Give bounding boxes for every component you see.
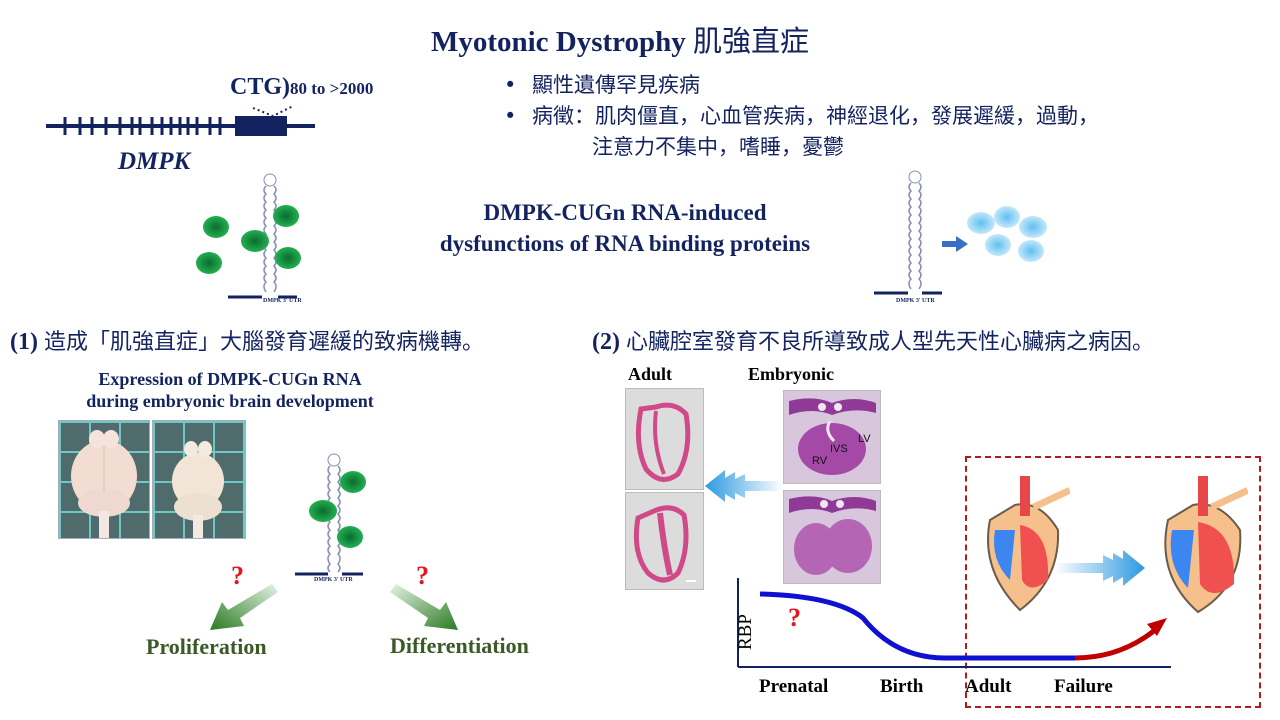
utr-block: [235, 116, 287, 136]
rbp-dysfunction-title: DMPK-CUGn RNA-induced dysfunctions of RN…: [400, 197, 850, 259]
heart-section-image: [635, 402, 691, 482]
dmpk-gene-diagram: [46, 105, 315, 136]
embryonic-heart-section: RV IVS LV: [783, 390, 881, 484]
normal-heart-icon: [987, 476, 1070, 612]
expression-title-line1: Expression of DMPK-CUGn RNA: [98, 369, 362, 389]
x-label-adult: Adult: [965, 676, 1012, 697]
protein-green: [337, 526, 363, 548]
arrow-down-left-icon: [210, 584, 278, 630]
protein-green: [241, 230, 269, 252]
brain-photo-mutant: [152, 420, 246, 539]
protein-blue: [985, 234, 1011, 256]
rna-hairpin-icon: [908, 170, 922, 290]
arrow-up-right-icon: [1147, 618, 1167, 636]
bullet-continuation: 注意力不集中，嗜睡，憂鬱: [592, 135, 844, 159]
bullet-list: 顯性遺傳罕見疾病 病徵：肌肉僵直，心血管疾病，神經退化，發展遲緩，過動， 注意力…: [500, 70, 1099, 163]
question-mark: ?: [788, 603, 801, 632]
protein-green: [203, 216, 229, 238]
rbp-title-line2: dysfunctions of RNA binding proteins: [439, 231, 811, 256]
rbp-timeline-graph: [737, 578, 1171, 668]
hairpin-with-released-proteins: [874, 170, 1047, 295]
ctg-repeat-label: CTG)80 to >2000: [230, 74, 373, 101]
label-rv: RV: [812, 455, 828, 467]
outcome-proliferation: Proliferation: [146, 634, 267, 659]
protein-blue: [1019, 216, 1047, 238]
arrow-left-icon: [705, 470, 783, 502]
label-ivs: IVS: [830, 443, 848, 455]
title-en: Myotonic Dystrophy: [430, 26, 686, 58]
heart-section-image: [789, 496, 876, 575]
section1-number: (1): [10, 329, 38, 355]
heart-failure-highlight-box: [965, 456, 1261, 708]
brain-photo-control: [58, 420, 150, 539]
x-label-prenatal: Prenatal: [759, 676, 829, 697]
expression-title-line2: during embryonic brain development: [86, 391, 374, 411]
adult-heart-section: [625, 492, 704, 590]
exon-marks: [63, 117, 222, 135]
question-mark: ?: [416, 561, 429, 590]
x-label-birth: Birth: [880, 676, 924, 697]
arrow-right-icon: [942, 236, 968, 252]
protein-green: [340, 471, 366, 493]
arrow-right-icon: [1055, 550, 1145, 586]
utr-label: DMPK 3' UTR: [314, 577, 353, 583]
expression-title: Expression of DMPK-CUGn RNA during embry…: [40, 368, 420, 412]
section2-number: (2): [592, 329, 620, 355]
protein-green: [275, 247, 301, 269]
hairpin-with-bound-proteins: [196, 173, 301, 299]
label-adult: Adult: [628, 364, 673, 384]
repeat-range: 80 to >2000: [290, 79, 374, 98]
brain-image: [172, 441, 224, 538]
protein-green: [196, 252, 222, 274]
gene-name: DMPK: [118, 148, 191, 175]
protein-green: [309, 500, 337, 522]
failing-heart-icon: [1164, 476, 1248, 614]
utr-label: DMPK 3' UTR: [263, 298, 302, 304]
scale-bar: [686, 580, 696, 582]
rbp-curve-blue: [759, 591, 1075, 661]
bullet-item: 顯性遺傳罕見疾病: [500, 70, 1099, 101]
arrow-down-right-icon: [390, 584, 458, 630]
protein-blue: [1018, 240, 1044, 262]
outcome-differentiation: Differentiation: [390, 633, 529, 658]
question-mark: ?: [231, 561, 244, 590]
adult-heart-section: [625, 388, 704, 490]
ctg-text: CTG): [230, 74, 290, 100]
section1-heading: (1) 造成「肌強直症」大腦發育遲緩的致病機轉。: [10, 324, 484, 356]
protein-green: [273, 205, 299, 227]
rbp-title-line1: DMPK-CUGn RNA-induced: [483, 200, 767, 225]
section1-text: 造成「肌強直症」大腦發育遲緩的致病機轉。: [43, 330, 484, 355]
title-zh: 肌強直症: [693, 24, 810, 58]
protein-blue: [967, 212, 995, 234]
heart-section-image: [633, 505, 696, 583]
rna-hairpin-icon: [263, 173, 277, 293]
utr-label: DMPK 3' UTR: [896, 298, 935, 304]
x-label-failure: Failure: [1054, 676, 1113, 697]
brain-image: [71, 430, 137, 538]
rbp-curve-red: [1074, 628, 1157, 661]
label-lv: LV: [858, 433, 871, 445]
heart-section-image: [789, 398, 876, 475]
slide-title: Myotonic Dystrophy 肌強直症: [0, 18, 1240, 60]
section2-heading: (2) 心臟腔室發育不良所導致成人型先天性心臟病之病因。: [592, 324, 1154, 356]
y-axis-label: RBP: [735, 614, 756, 650]
section2-text: 心臟腔室發育不良所導致成人型先天性心臟病之病因。: [625, 330, 1154, 355]
hairpin-with-proteins-brain: [295, 453, 366, 576]
protein-blue: [994, 206, 1020, 228]
embryonic-heart-section: [783, 490, 881, 584]
label-embryonic: Embryonic: [748, 364, 835, 384]
bullet-item: 病徵：肌肉僵直，心血管疾病，神經退化，發展遲緩，過動，: [500, 101, 1099, 132]
